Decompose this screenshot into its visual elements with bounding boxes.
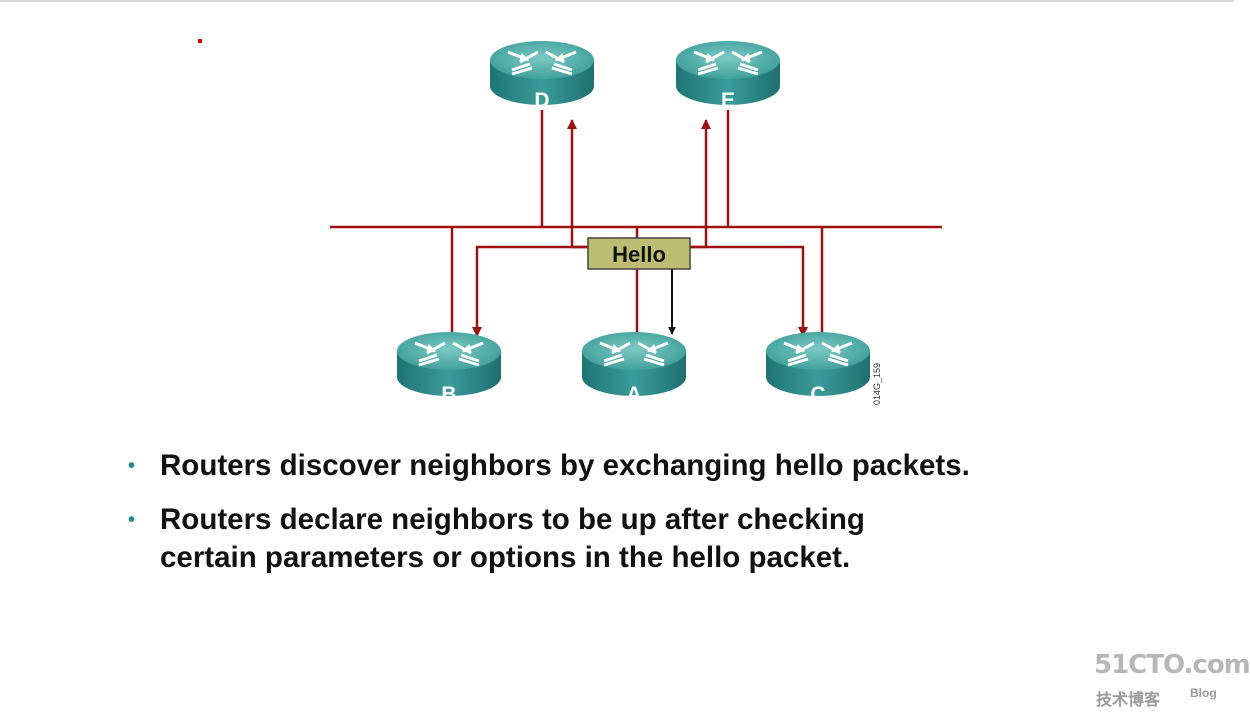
bullet-item: • Routers declare neighbors to be up aft…: [128, 501, 1128, 577]
router-e-label: E: [721, 89, 735, 112]
router-a: A: [580, 330, 688, 406]
watermark-sub: 技术博客: [1096, 690, 1161, 709]
router-b: B: [395, 330, 503, 406]
bullet-text: certain parameters or options in the hel…: [160, 541, 851, 574]
hello-arrow-to-c: [637, 245, 808, 337]
hello-packet-box: [587, 237, 691, 270]
hello-arrow-to-b: [472, 245, 637, 337]
bullet-dot: •: [128, 455, 136, 477]
top-border: [0, 0, 1234, 2]
bullet-item: • Routers discover neighbors by exchangi…: [128, 447, 1128, 485]
watermark-blog: Blog: [1190, 686, 1217, 700]
router-a-label: A: [626, 383, 641, 406]
red-dot-marker: [198, 39, 202, 43]
bullet-dot: •: [128, 509, 136, 531]
router-c-label: C: [810, 383, 825, 406]
watermark-main: 51CTO.com: [1094, 650, 1250, 680]
hello-packet-label: Hello: [612, 242, 666, 267]
router-d: D: [488, 39, 596, 112]
bullet-text: Routers discover neighbors by exchanging…: [160, 449, 970, 482]
router-b-label: B: [441, 383, 456, 406]
bullet-list: • Routers discover neighbors by exchangi…: [128, 447, 1128, 593]
figure-id: 014G_159: [872, 363, 882, 405]
network-diagram: Hello D E B A C 014G_159: [330, 39, 942, 406]
router-c: C: [764, 330, 872, 406]
router-d-label: D: [534, 89, 549, 112]
bullet-text: Routers declare neighbors to be up after…: [160, 503, 865, 536]
router-e: E: [674, 39, 782, 112]
watermark-logo: 51CTO.com 技术博客 Blog: [1094, 650, 1250, 710]
